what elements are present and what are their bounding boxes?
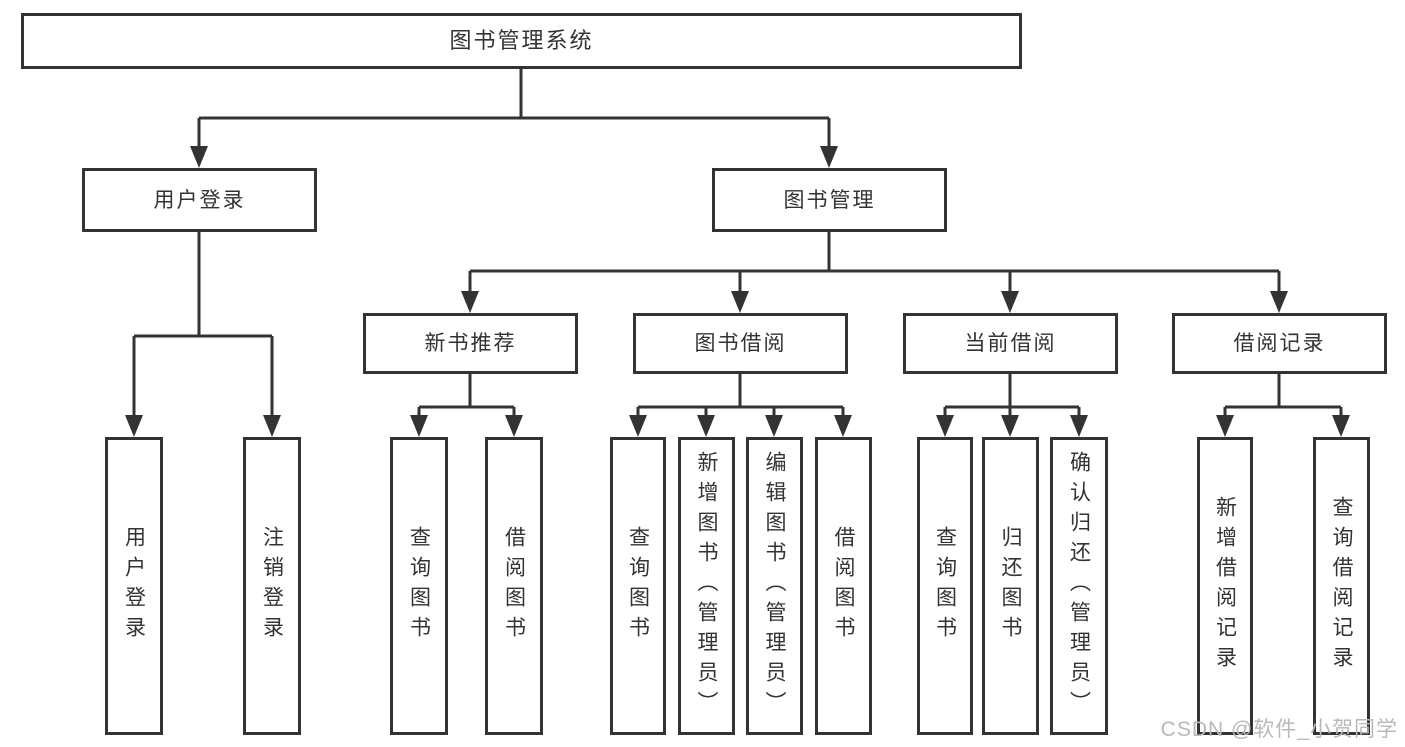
leaf-add-books-admin: 新增图书（管理员） [678, 437, 735, 735]
leaf-return-books: 归还图书 [982, 437, 1039, 735]
node-label: 用户登录 [122, 526, 146, 646]
leaf-logout-login: 注销登录 [243, 437, 301, 735]
arrowheads [125, 146, 1350, 437]
node-label: 归还图书 [999, 526, 1022, 646]
node-new-book-recommendation: 新书推荐 [363, 313, 578, 374]
node-label: 确认归还（管理员） [1067, 451, 1091, 721]
node-label: 图书管理 [783, 188, 876, 212]
node-label: 查询图书 [933, 526, 957, 646]
node-library-management-system: 图书管理系统 [21, 13, 1022, 69]
node-label: 查询借阅记录 [1330, 496, 1353, 676]
node-current-borrowing: 当前借阅 [903, 313, 1118, 374]
node-label: 查询图书 [626, 526, 650, 646]
node-label: 编辑图书（管理员） [763, 451, 786, 721]
connector-book-borrow-split [636, 374, 845, 420]
node-label: 注销登录 [260, 526, 284, 646]
connector-root-split [197, 69, 831, 150]
node-user-login: 用户登录 [82, 168, 317, 232]
node-label: 借阅记录 [1233, 332, 1326, 355]
csdn-watermark: CSDN @软件_小贺同学 [1160, 718, 1398, 741]
node-borrowing-records: 借阅记录 [1172, 313, 1387, 374]
node-label: 查询图书 [407, 526, 431, 646]
node-book-management: 图书管理 [712, 168, 947, 232]
node-label: 图书管理系统 [449, 28, 594, 53]
leaf-query-borrow-record: 查询借阅记录 [1313, 437, 1370, 735]
connector-user-login-split [132, 232, 274, 419]
node-label: 图书借阅 [694, 332, 787, 355]
node-label: 新增图书（管理员） [695, 451, 718, 721]
leaf-edit-books-admin: 编辑图书（管理员） [746, 437, 803, 735]
leaf-borrow-books-borrowing: 借阅图书 [815, 437, 872, 735]
node-label: 用户登录 [153, 188, 246, 212]
leaf-borrow-books-recommend: 借阅图书 [485, 437, 543, 735]
node-book-borrowing: 图书借阅 [633, 313, 848, 374]
connector-borrow-records-split [1223, 374, 1343, 420]
leaf-query-books-current: 查询图书 [917, 437, 973, 735]
connector-book-management-split [468, 232, 1281, 295]
leaf-query-books-recommend: 查询图书 [390, 437, 448, 735]
leaf-query-books-borrowing: 查询图书 [610, 437, 666, 735]
node-label: 当前借阅 [964, 332, 1057, 355]
node-label: 借阅图书 [832, 526, 855, 646]
leaf-user-login: 用户登录 [105, 437, 163, 735]
connector-current-borrow-split [943, 374, 1081, 420]
leaf-confirm-return-admin: 确认归还（管理员） [1050, 437, 1108, 735]
node-label: 新书推荐 [424, 332, 517, 355]
node-label: 新增借阅记录 [1213, 496, 1237, 676]
connector-new-book-split [417, 374, 516, 420]
node-label: 借阅图书 [502, 526, 526, 646]
leaf-add-borrow-record: 新增借阅记录 [1197, 437, 1253, 735]
